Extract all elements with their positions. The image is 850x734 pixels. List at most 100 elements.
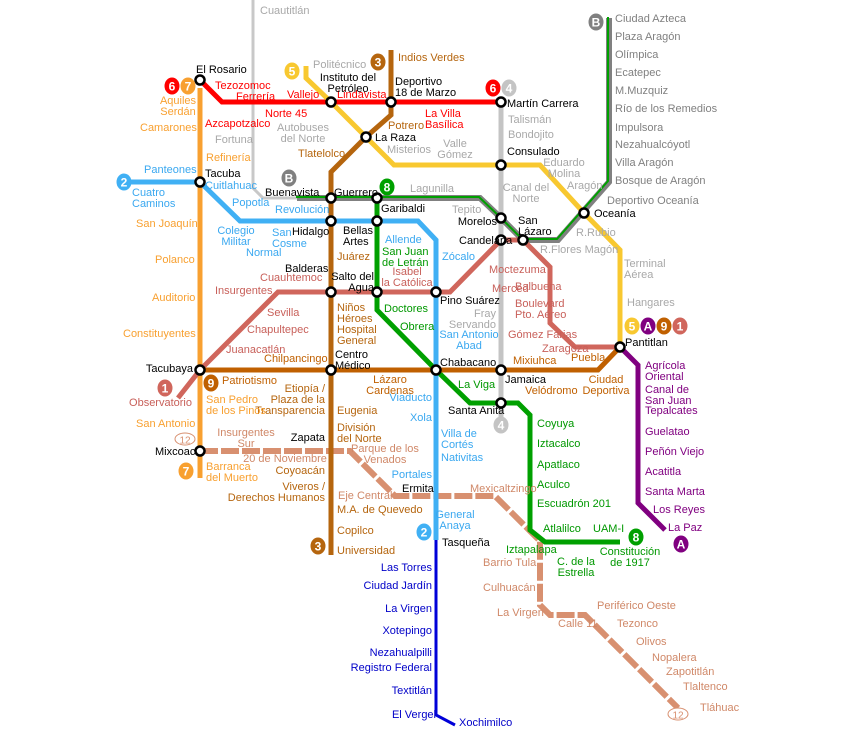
station-label-tepito[interactable]: Tepito xyxy=(452,204,481,216)
station-label-flores-magon[interactable]: R.Flores Magón xyxy=(540,244,618,256)
station-label-zaragoza[interactable]: Zaragoza xyxy=(542,343,589,355)
station-label-juarez[interactable]: Juárez xyxy=(337,251,370,263)
station-label-balderas[interactable]: Balderas xyxy=(285,263,329,275)
station-label-constituyentes[interactable]: Constituyentes xyxy=(123,328,196,340)
station-label-san-antonio[interactable]: San Antonio xyxy=(136,418,195,430)
station-label-lagunilla[interactable]: Lagunilla xyxy=(410,183,455,195)
station-label-mexicaltzingo[interactable]: Mexicaltzingo xyxy=(470,483,537,495)
station-label-zapata[interactable]: Zapata xyxy=(291,432,326,444)
station-label-nezahualpilli[interactable]: Nezahualpilli xyxy=(370,647,432,659)
station-label-puebla[interactable]: Puebla xyxy=(571,352,606,364)
station-label-viaducto[interactable]: Viaducto xyxy=(389,392,432,404)
station-label-tasquena[interactable]: Tasqueña xyxy=(442,537,491,549)
station-label-candelaria[interactable]: Candelaria xyxy=(459,235,513,247)
station-label-tacubaya[interactable]: Tacubaya xyxy=(146,363,194,375)
station-label-el-vergel[interactable]: El Vergel xyxy=(392,709,436,721)
station-label-tacuba[interactable]: Tacuba xyxy=(205,168,241,180)
station-label-doctores[interactable]: Doctores xyxy=(384,303,429,315)
station-label-xochimilco[interactable]: Xochimilco xyxy=(459,717,512,729)
station-label-20-noviembre[interactable]: 20 de Noviembre xyxy=(243,453,327,465)
station-label-iztapalapa[interactable]: Iztapalapa xyxy=(506,544,558,556)
station-label-tlaltenco[interactable]: Tlaltenco xyxy=(683,681,728,693)
station-label-chabacano[interactable]: Chabacano xyxy=(440,357,496,369)
station-label-buenavista[interactable]: Buenavista xyxy=(265,187,320,199)
station-label-consulado[interactable]: Consulado xyxy=(507,146,560,158)
station-label-normal[interactable]: Normal xyxy=(246,247,281,259)
station-label-observatorio[interactable]: Observatorio xyxy=(129,397,192,409)
station-label-textitlan[interactable]: Textitlán xyxy=(392,685,432,697)
station-label-uam-i[interactable]: UAM-I xyxy=(593,523,624,535)
transfer-station-marker[interactable] xyxy=(194,364,206,376)
station-label-la-viga[interactable]: La Viga xyxy=(458,379,496,391)
station-label-deportivo-oceania[interactable]: Deportivo Oceanía xyxy=(607,195,700,207)
station-label-periferico-oeste[interactable]: Periférico Oeste xyxy=(597,600,676,612)
station-label-velodromo[interactable]: Velódromo xyxy=(525,385,578,397)
station-label-zapotitlan[interactable]: Zapotitlán xyxy=(666,666,714,678)
station-label-bondojito[interactable]: Bondojito xyxy=(508,129,554,141)
transfer-station-marker[interactable] xyxy=(360,131,372,143)
station-label-mixcoac[interactable]: Mixcoac xyxy=(155,446,196,458)
station-label-ma-quevedo[interactable]: M.A. de Quevedo xyxy=(337,504,423,516)
station-label-la-raza[interactable]: La Raza xyxy=(375,132,417,144)
station-label-indios-verdes[interactable]: Indios Verdes xyxy=(398,52,465,64)
transfer-station-marker[interactable] xyxy=(325,192,337,204)
station-label-lindavista[interactable]: Lindavista xyxy=(337,89,387,101)
station-label-polanco[interactable]: Polanco xyxy=(155,254,195,266)
station-label-registro-federal[interactable]: Registro Federal xyxy=(351,662,432,674)
station-label-las-torres[interactable]: Las Torres xyxy=(381,562,433,574)
station-label-ciudad-jardin[interactable]: Ciudad Jardín xyxy=(364,580,433,592)
station-label-hangares[interactable]: Hangares xyxy=(627,297,675,309)
station-label-cuautitlan[interactable]: Cuautitlán xyxy=(260,5,310,17)
station-label-talisman[interactable]: Talismán xyxy=(508,114,551,126)
station-label-obrera[interactable]: Obrera xyxy=(400,321,435,333)
station-label-revolucion[interactable]: Revolución xyxy=(275,204,329,216)
transfer-station-marker[interactable] xyxy=(325,215,337,227)
station-label-tlahuac[interactable]: Tláhuac xyxy=(700,702,740,714)
station-label-santa-anita[interactable]: Santa Anita xyxy=(448,405,505,417)
station-label-guelatao[interactable]: Guelatao xyxy=(645,426,690,438)
station-label-bosque-aragon[interactable]: Bosque de Aragón xyxy=(615,175,706,187)
station-label-pantitlan[interactable]: Pantitlan xyxy=(625,337,668,349)
station-label-coyuya[interactable]: Coyuya xyxy=(537,418,575,430)
station-label-el-rosario[interactable]: El Rosario xyxy=(196,64,247,76)
station-label-aragon[interactable]: Aragón xyxy=(567,180,602,192)
station-label-allende[interactable]: Allende xyxy=(385,234,422,246)
station-label-escuadron[interactable]: Escuadrón 201 xyxy=(537,498,611,510)
station-label-azcapotzalco[interactable]: Azcapotzalco xyxy=(205,118,270,130)
station-label-gomez-farias[interactable]: Gómez Farias xyxy=(508,329,578,341)
station-label-zocalo[interactable]: Zócalo xyxy=(442,251,475,263)
station-label-martin-carrera[interactable]: Martín Carrera xyxy=(507,98,579,110)
station-label-fortuna[interactable]: Fortuna xyxy=(215,134,254,146)
transfer-station-marker[interactable] xyxy=(495,212,507,224)
station-label-moctezuma[interactable]: Moctezuma xyxy=(489,264,547,276)
station-label-la-paz[interactable]: La Paz xyxy=(668,522,702,534)
transfer-station-marker[interactable] xyxy=(325,364,337,376)
station-label-iztacalco[interactable]: Iztacalco xyxy=(537,438,580,450)
station-label-eugenia[interactable]: Eugenia xyxy=(337,405,378,417)
station-label-panteones[interactable]: Panteones xyxy=(144,164,197,176)
station-label-muzquiz[interactable]: M.Muzquiz xyxy=(615,85,668,97)
station-label-la-virgen-tl[interactable]: La Virgen xyxy=(385,603,432,615)
station-label-mixiuhca[interactable]: Mixiuhca xyxy=(513,355,557,367)
